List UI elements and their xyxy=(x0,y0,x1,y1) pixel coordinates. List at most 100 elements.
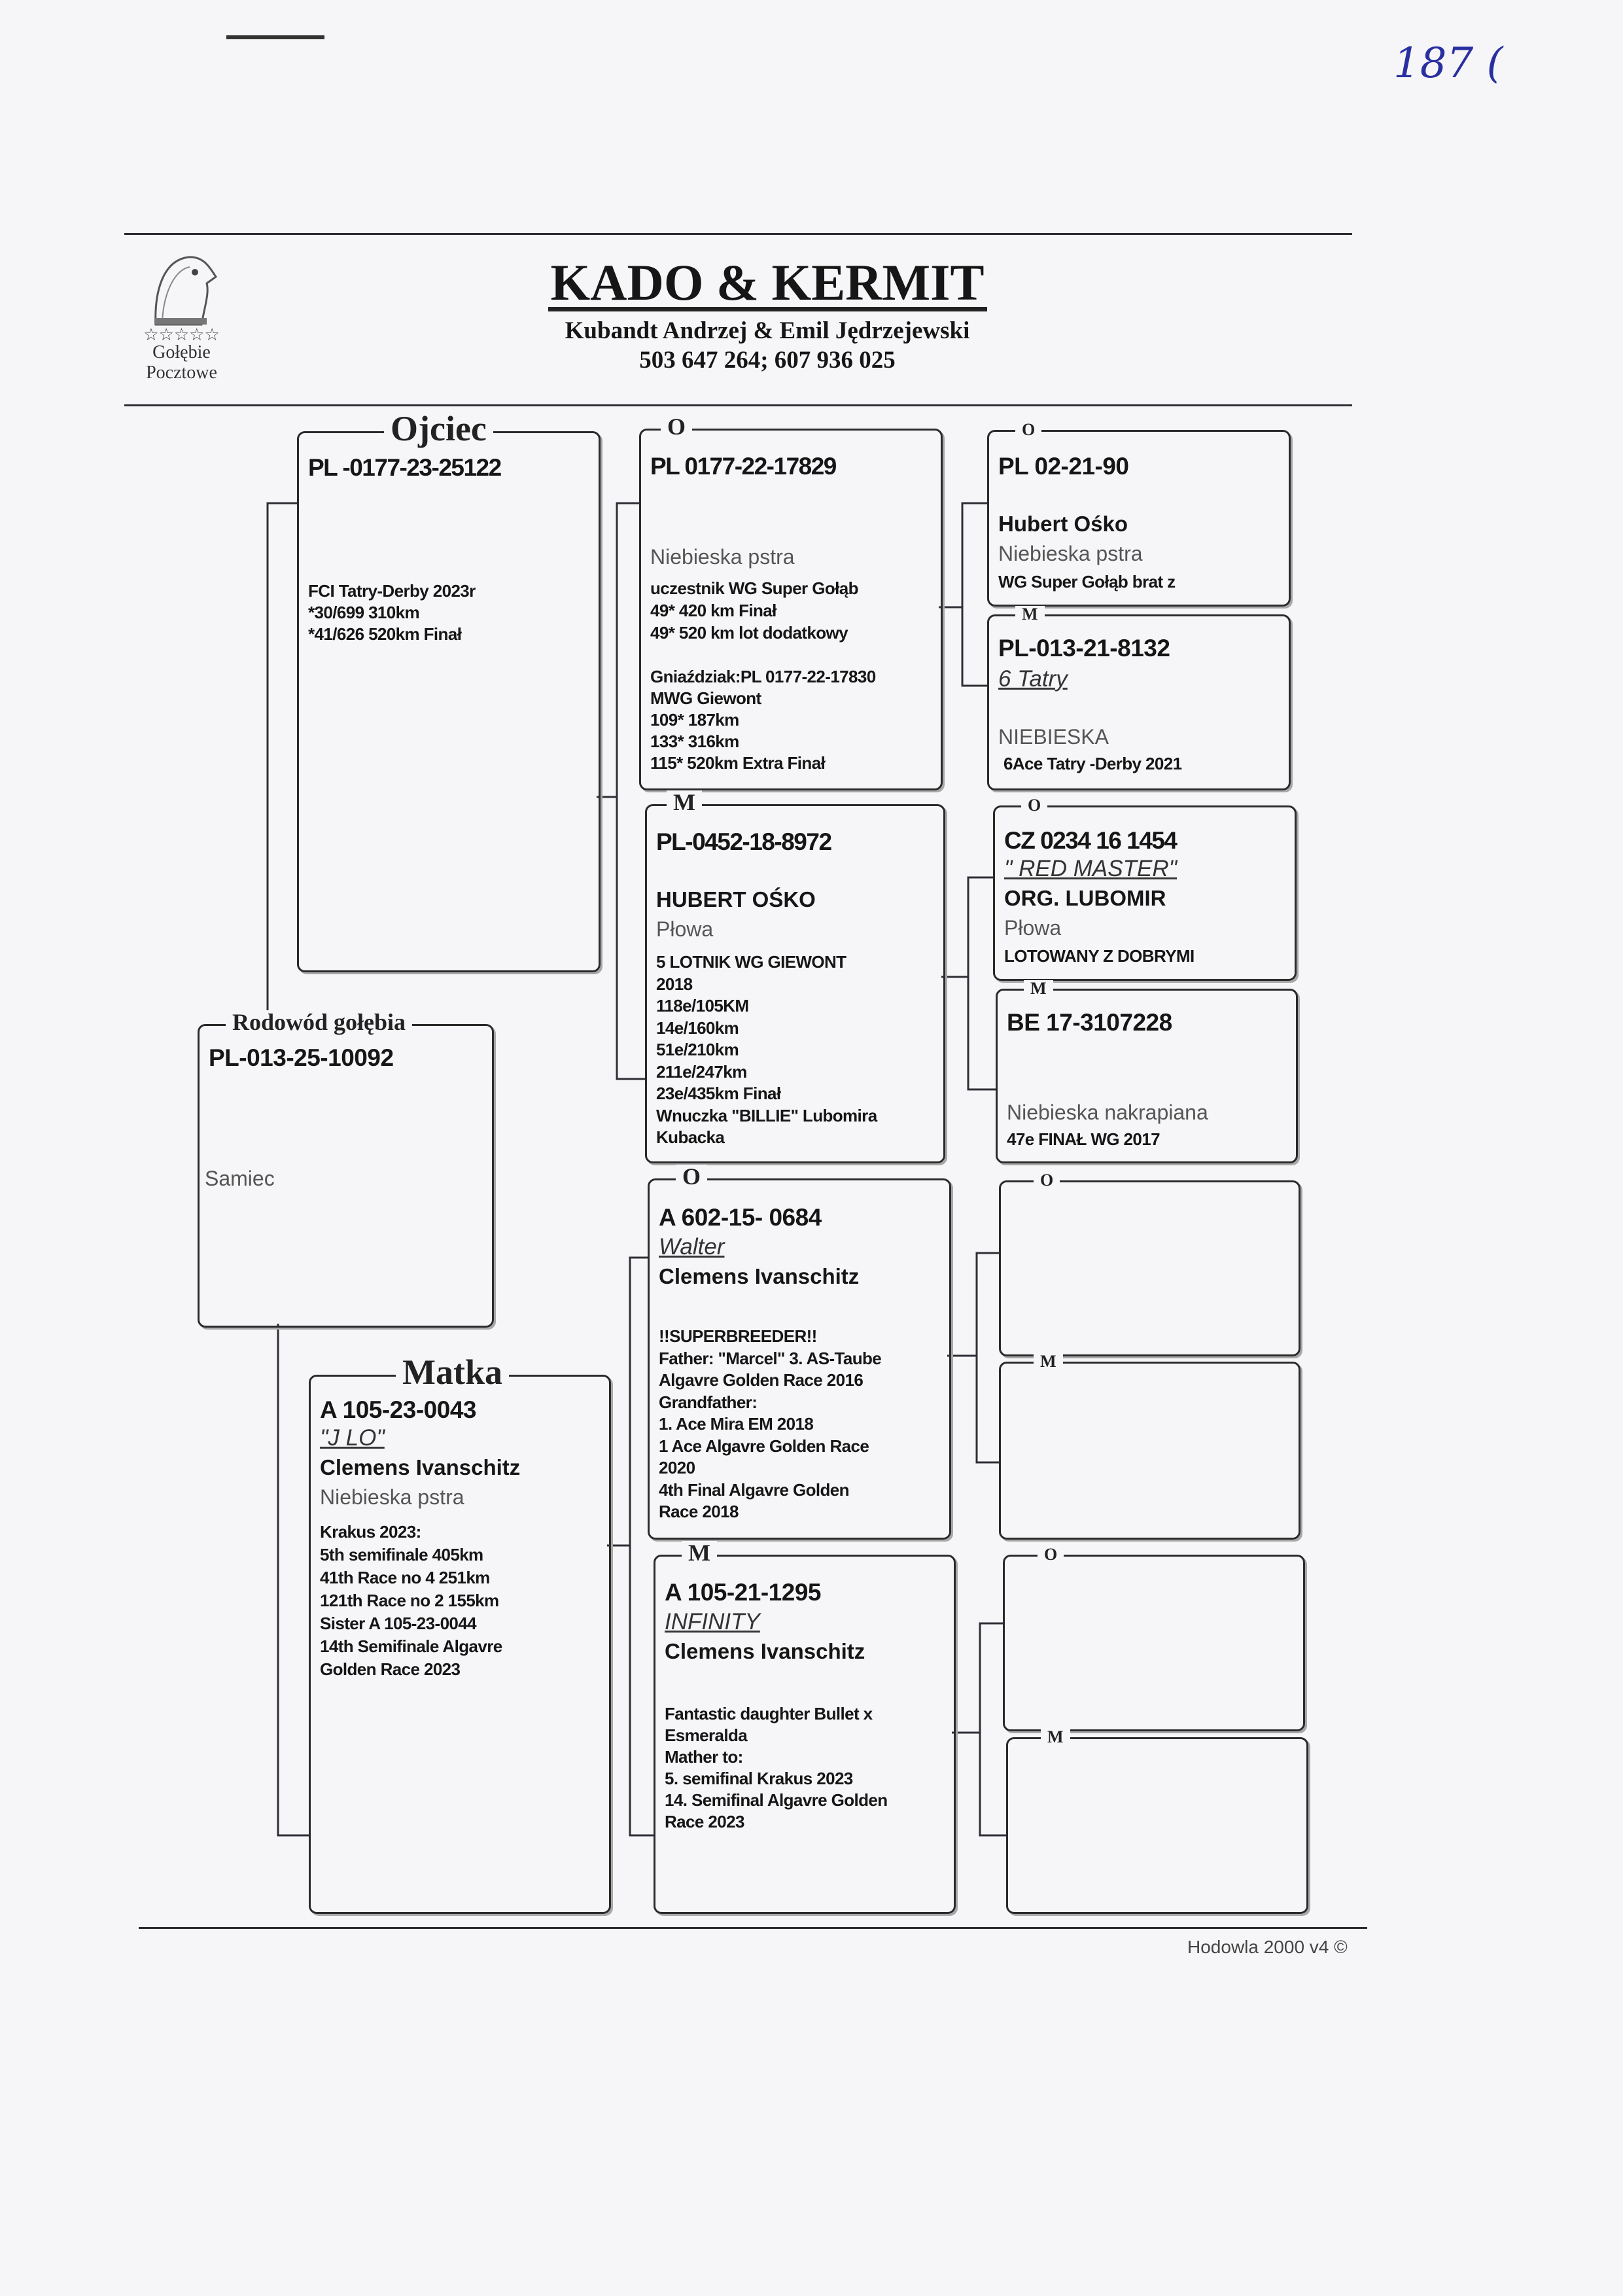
note-line: Wnuczka "BILLIE" Lubomira xyxy=(656,1105,877,1125)
father-mother-color: Płowa xyxy=(656,917,714,941)
mf-father-card: O xyxy=(999,1172,1300,1356)
connector-mm-parents xyxy=(952,1622,1006,1837)
mother-father-legend: O xyxy=(676,1165,708,1188)
father-father-color: Niebieska pstra xyxy=(650,545,795,569)
ff-mother-ring: PL-013-21-8132 xyxy=(998,635,1170,662)
note-line: Gniaździak:PL 0177-22-17830 xyxy=(650,667,876,686)
logo-stars: ☆☆☆☆☆ xyxy=(143,325,220,344)
note-line: 118e/105KM xyxy=(656,996,749,1016)
ff-mother-legend: M xyxy=(1015,606,1045,623)
top-scan-mark xyxy=(226,35,324,39)
note-line: 49* 520 km lot dodatkowy xyxy=(650,623,848,643)
header-titles: KADO & KERMIT Kubandt Andrzej & Emil Jęd… xyxy=(458,256,1077,374)
father-mother-card: M PL-0452-18-8972 HUBERT OŚKO Płowa 5 LO… xyxy=(645,790,945,1163)
note-line: 115* 520km Extra Finał xyxy=(650,753,826,773)
mother-mother-breeder: Clemens Ivanschitz xyxy=(665,1639,865,1663)
breeder-names: Kubandt Andrzej & Emil Jędrzejewski xyxy=(565,317,970,345)
note-line: *41/626 520km Finał xyxy=(308,624,462,644)
mother-card: Matka A 105-23-0043 "J LO" Clemens Ivans… xyxy=(309,1354,611,1914)
note-line: 1 Ace Algavre Golden Race xyxy=(659,1436,869,1456)
mm-father-card: O xyxy=(1003,1546,1305,1731)
note-line: 5th semifinale 405km xyxy=(320,1545,483,1564)
mother-card-legend: Matka xyxy=(396,1354,509,1390)
note-line: Sister A 105-23-0044 xyxy=(320,1614,477,1633)
pigeon-sex: Samiec xyxy=(205,1167,275,1190)
mother-mother-card: M A 105-21-1295 INFINITY Clemens Ivansch… xyxy=(654,1541,956,1914)
note-line: 49* 420 km Finał xyxy=(650,601,777,620)
connector-pigeon-father xyxy=(266,502,297,1024)
note-line: Mather to: xyxy=(665,1747,743,1767)
connector-mf-parents xyxy=(947,1252,999,1464)
pigeon-card-legend: Rodowód gołębia xyxy=(226,1010,413,1034)
note-line: 2020 xyxy=(659,1458,695,1477)
note-line: 51e/210km xyxy=(656,1040,739,1059)
mf-father-legend: O xyxy=(1034,1172,1060,1189)
mother-breeder: Clemens Ivanschitz xyxy=(320,1455,521,1479)
ff-father-legend: O xyxy=(1015,421,1042,438)
handwritten-page-number: 187 ( xyxy=(1393,39,1503,88)
note-line: 121th Race no 2 155km xyxy=(320,1591,499,1610)
mother-mother-ring: A 105-21-1295 xyxy=(665,1579,821,1606)
mother-mother-name: INFINITY xyxy=(665,1609,760,1634)
note-line: FCI Tatry-Derby 2023r xyxy=(308,581,476,601)
note-line: 14th Semifinale Algavre xyxy=(320,1636,502,1656)
logo: ☆☆☆☆☆ Gołębie Pocztowe xyxy=(124,247,239,398)
note-line: Algavre Golden Race 2016 xyxy=(659,1370,864,1390)
mother-father-breeder: Clemens Ivanschitz xyxy=(659,1264,860,1288)
software-credit: Hodowla 2000 v4 © xyxy=(1187,1937,1348,1957)
fm-mother-note: 47e FINAŁ WG 2017 xyxy=(1007,1129,1161,1149)
fm-father-color: Płowa xyxy=(1004,916,1062,940)
mm-mother-legend: M xyxy=(1041,1729,1070,1746)
connector-fm-parents xyxy=(941,876,996,1091)
father-father-ring: PL 0177-22-17829 xyxy=(650,453,837,480)
mother-mother-legend: M xyxy=(682,1541,717,1564)
fm-father-name: " RED MASTER" xyxy=(1004,856,1178,881)
ff-father-ring: PL 02-21-90 xyxy=(998,453,1129,480)
note-line: Grandfather: xyxy=(659,1392,758,1412)
footer-rule xyxy=(139,1927,1367,1929)
ff-father-note: WG Super Gołąb brat z xyxy=(998,572,1176,592)
note-line: 4th Final Algavre Golden xyxy=(659,1479,850,1500)
note-line: 109* 187km xyxy=(650,710,739,730)
father-card: Ojciec PL -0177-23-25122 FCI Tatry-Derby… xyxy=(297,411,601,972)
note-line: Esmeralda xyxy=(665,1725,748,1745)
note-line: 14. Semifinal Algavre Golden xyxy=(665,1790,888,1810)
connector-pigeon-mother xyxy=(277,1324,309,1837)
ff-mother-name: 6 Tatry xyxy=(998,666,1068,692)
fm-mother-legend: M xyxy=(1024,980,1053,997)
connector-mother-parents xyxy=(607,1256,654,1837)
note-line: 1. Ace Mira EM 2018 xyxy=(659,1414,814,1434)
pigeon-ring: PL-013-25-10092 xyxy=(209,1044,394,1071)
mother-color: Niebieska pstra xyxy=(320,1485,464,1509)
breeder-title: KADO & KERMIT xyxy=(548,256,987,312)
ff-father-breeder: Hubert Ośko xyxy=(998,512,1128,536)
fm-father-note: LOTOWANY Z DOBRYMI xyxy=(1004,946,1195,966)
connector-father-parents xyxy=(597,502,645,1080)
father-ring: PL -0177-23-25122 xyxy=(308,454,502,481)
mother-name: "J LO" xyxy=(320,1425,385,1451)
logo-line2: Pocztowe xyxy=(146,362,217,383)
fm-father-card: O CZ 0234 16 1454 " RED MASTER" ORG. LUB… xyxy=(993,797,1297,981)
note-line: 14e/160km xyxy=(656,1017,739,1038)
connector-ff-parents xyxy=(939,502,987,687)
mother-father-ring: A 602-15- 0684 xyxy=(659,1204,822,1231)
note-line: *30/699 310km xyxy=(308,603,420,622)
mother-father-card: O A 602-15- 0684 Walter Clemens Ivanschi… xyxy=(648,1165,951,1540)
note-line: 211e/247km xyxy=(656,1061,747,1082)
note-line: 2018 xyxy=(656,974,693,994)
father-father-card: O PL 0177-22-17829 Niebieska pstra uczes… xyxy=(639,415,943,790)
note-line: Race 2023 xyxy=(665,1812,744,1831)
note-line: 23e/435km Finał xyxy=(656,1084,781,1103)
fm-father-legend: O xyxy=(1021,797,1048,814)
note-line: MWG Giewont xyxy=(650,688,761,708)
ff-mother-color: NIEBIESKA xyxy=(998,725,1109,749)
father-father-legend: O xyxy=(661,415,693,438)
ff-mother-note: 6Ace Tatry -Derby 2021 xyxy=(1003,754,1182,773)
father-mother-ring: PL-0452-18-8972 xyxy=(656,828,832,855)
logo-line1: Gołębie xyxy=(152,342,211,362)
fm-mother-ring: BE 17-3107228 xyxy=(1007,1009,1172,1036)
